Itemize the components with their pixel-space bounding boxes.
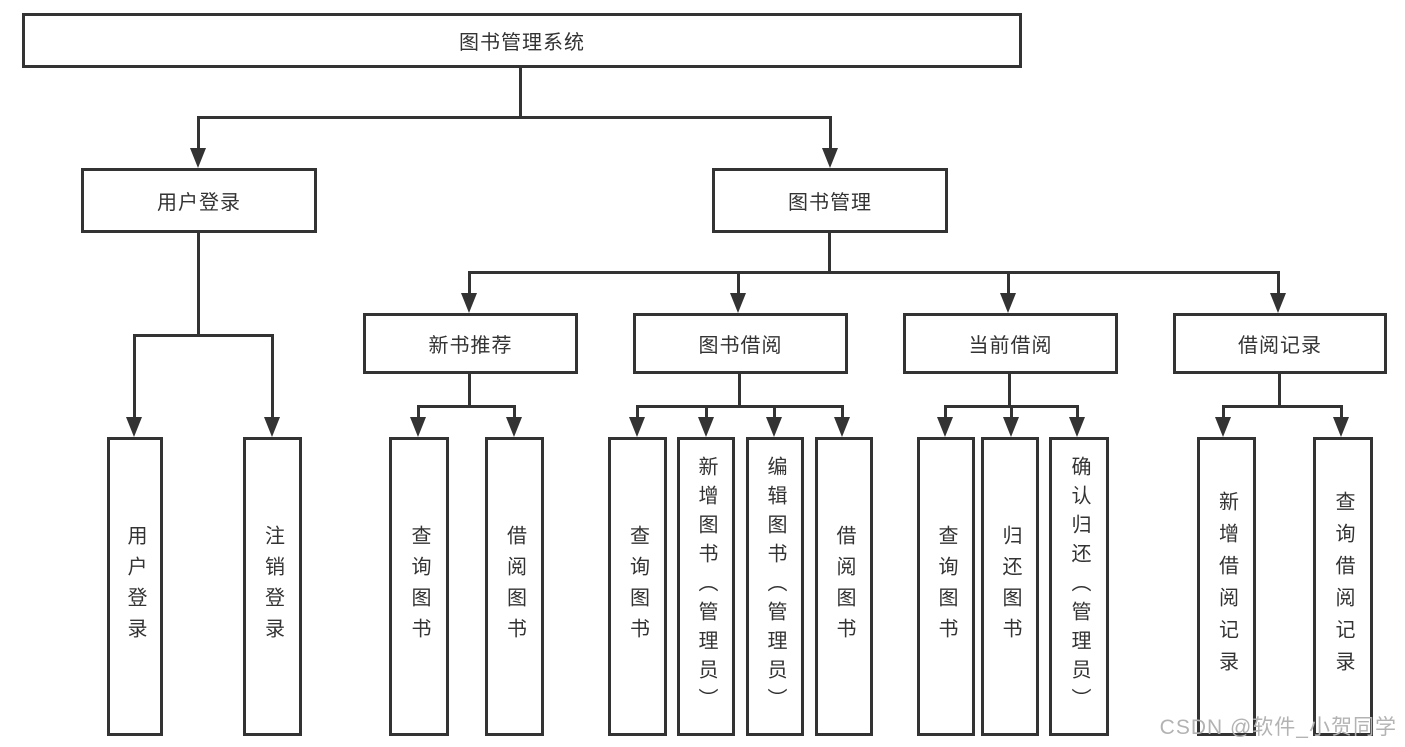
arrow-down-icon — [1000, 293, 1016, 313]
node-book-management: 图书管理 — [712, 168, 948, 233]
node-root: 图书管理系统 — [22, 13, 1022, 68]
arrow-down-icon — [822, 148, 838, 168]
connector-line — [1340, 405, 1343, 420]
node-borrow-records: 借阅记录 — [1173, 313, 1387, 374]
connector-line — [133, 334, 136, 419]
arrow-down-icon — [730, 293, 746, 313]
connector-line — [513, 405, 516, 420]
leaf-cb-return-books-label: 归还图书 — [999, 524, 1021, 649]
leaf-user-login-label: 用户登录 — [124, 524, 146, 649]
arrow-down-icon — [190, 148, 206, 168]
node-user-login: 用户登录 — [81, 168, 317, 233]
connector-line — [417, 405, 420, 420]
connector-line — [417, 405, 516, 408]
arrow-down-icon — [410, 417, 426, 437]
node-book-borrowing: 图书借阅 — [633, 313, 848, 374]
connector-line — [828, 231, 831, 274]
leaf-bb-add-books-admin-label: 新增图书（管理员） — [695, 456, 717, 717]
connector-line — [468, 271, 471, 295]
arrow-down-icon — [1270, 293, 1286, 313]
leaf-user-login: 用户登录 — [107, 437, 163, 736]
node-new-book-recommend: 新书推荐 — [363, 313, 578, 374]
node-current-borrowing-label: 当前借阅 — [968, 335, 1053, 357]
connector-line — [1277, 271, 1280, 295]
connector-line — [519, 65, 522, 118]
leaf-bb-query-books-label: 查询图书 — [626, 524, 649, 649]
arrow-down-icon — [264, 417, 280, 437]
connector-line — [636, 405, 639, 420]
leaf-bb-add-books-admin: 新增图书（管理员） — [677, 437, 735, 736]
leaf-nbr-borrow-books: 借阅图书 — [485, 437, 544, 736]
connector-line — [636, 405, 844, 408]
node-borrow-records-label: 借阅记录 — [1238, 335, 1322, 357]
arrow-down-icon — [698, 417, 714, 437]
connector-line — [197, 116, 831, 119]
arrow-down-icon — [126, 417, 142, 437]
arrow-down-icon — [1003, 417, 1019, 437]
leaf-cb-query-books-label: 查询图书 — [935, 524, 957, 649]
connector-line — [1278, 371, 1281, 408]
leaf-nbr-query-books: 查询图书 — [389, 437, 449, 736]
node-book-borrowing-label: 图书借阅 — [698, 335, 783, 357]
leaf-cb-confirm-return-admin: 确认归还（管理员） — [1049, 437, 1109, 736]
connector-line — [133, 334, 274, 337]
leaf-bb-borrow-books-label: 借阅图书 — [833, 524, 855, 649]
leaf-logout: 注销登录 — [243, 437, 302, 736]
node-user-login-label: 用户登录 — [157, 192, 241, 214]
connector-line — [468, 271, 1280, 274]
leaf-cb-query-books: 查询图书 — [917, 437, 975, 736]
node-current-borrowing: 当前借阅 — [903, 313, 1118, 374]
connector-line — [737, 271, 740, 295]
connector-line — [1007, 271, 1010, 295]
connector-line — [841, 405, 844, 420]
arrow-down-icon — [766, 417, 782, 437]
leaf-bb-query-books: 查询图书 — [608, 437, 667, 736]
leaf-br-query-record-label: 查询借阅记录 — [1332, 490, 1354, 683]
leaf-bb-edit-books-admin: 编辑图书（管理员） — [746, 437, 804, 736]
connector-line — [829, 116, 832, 150]
leaf-br-add-record: 新增借阅记录 — [1197, 437, 1256, 736]
leaf-nbr-query-books-label: 查询图书 — [408, 524, 430, 649]
leaf-br-query-record: 查询借阅记录 — [1313, 437, 1373, 736]
leaf-nbr-borrow-books-label: 借阅图书 — [503, 524, 526, 649]
leaf-bb-borrow-books: 借阅图书 — [815, 437, 873, 736]
leaf-cb-confirm-return-admin-label: 确认归还（管理员） — [1068, 456, 1090, 717]
connector-line — [1008, 371, 1011, 408]
arrow-down-icon — [1215, 417, 1231, 437]
node-root-label: 图书管理系统 — [459, 32, 585, 54]
connector-line — [197, 230, 200, 337]
connector-line — [738, 371, 741, 408]
leaf-logout-label: 注销登录 — [261, 524, 284, 649]
node-new-book-recommend-label: 新书推荐 — [428, 335, 513, 357]
connector-line — [468, 371, 471, 408]
connector-line — [773, 405, 776, 420]
leaf-br-add-record-label: 新增借阅记录 — [1215, 490, 1238, 683]
connector-line — [1010, 405, 1013, 420]
arrow-down-icon — [834, 417, 850, 437]
connector-line — [271, 334, 274, 419]
connector-line — [944, 405, 947, 420]
connector-line — [705, 405, 708, 420]
arrow-down-icon — [1333, 417, 1349, 437]
arrow-down-icon — [1069, 417, 1085, 437]
leaf-cb-return-books: 归还图书 — [981, 437, 1039, 736]
connector-line — [1076, 405, 1079, 420]
arrow-down-icon — [937, 417, 953, 437]
arrow-down-icon — [629, 417, 645, 437]
connector-line — [1222, 405, 1225, 420]
arrow-down-icon — [506, 417, 522, 437]
arrow-down-icon — [461, 293, 477, 313]
leaf-bb-edit-books-admin-label: 编辑图书（管理员） — [764, 456, 786, 717]
watermark: CSDN @软件_小贺同学 — [1159, 716, 1397, 739]
connector-line — [1222, 405, 1343, 408]
node-book-management-label: 图书管理 — [788, 192, 872, 214]
connector-line — [197, 116, 200, 150]
